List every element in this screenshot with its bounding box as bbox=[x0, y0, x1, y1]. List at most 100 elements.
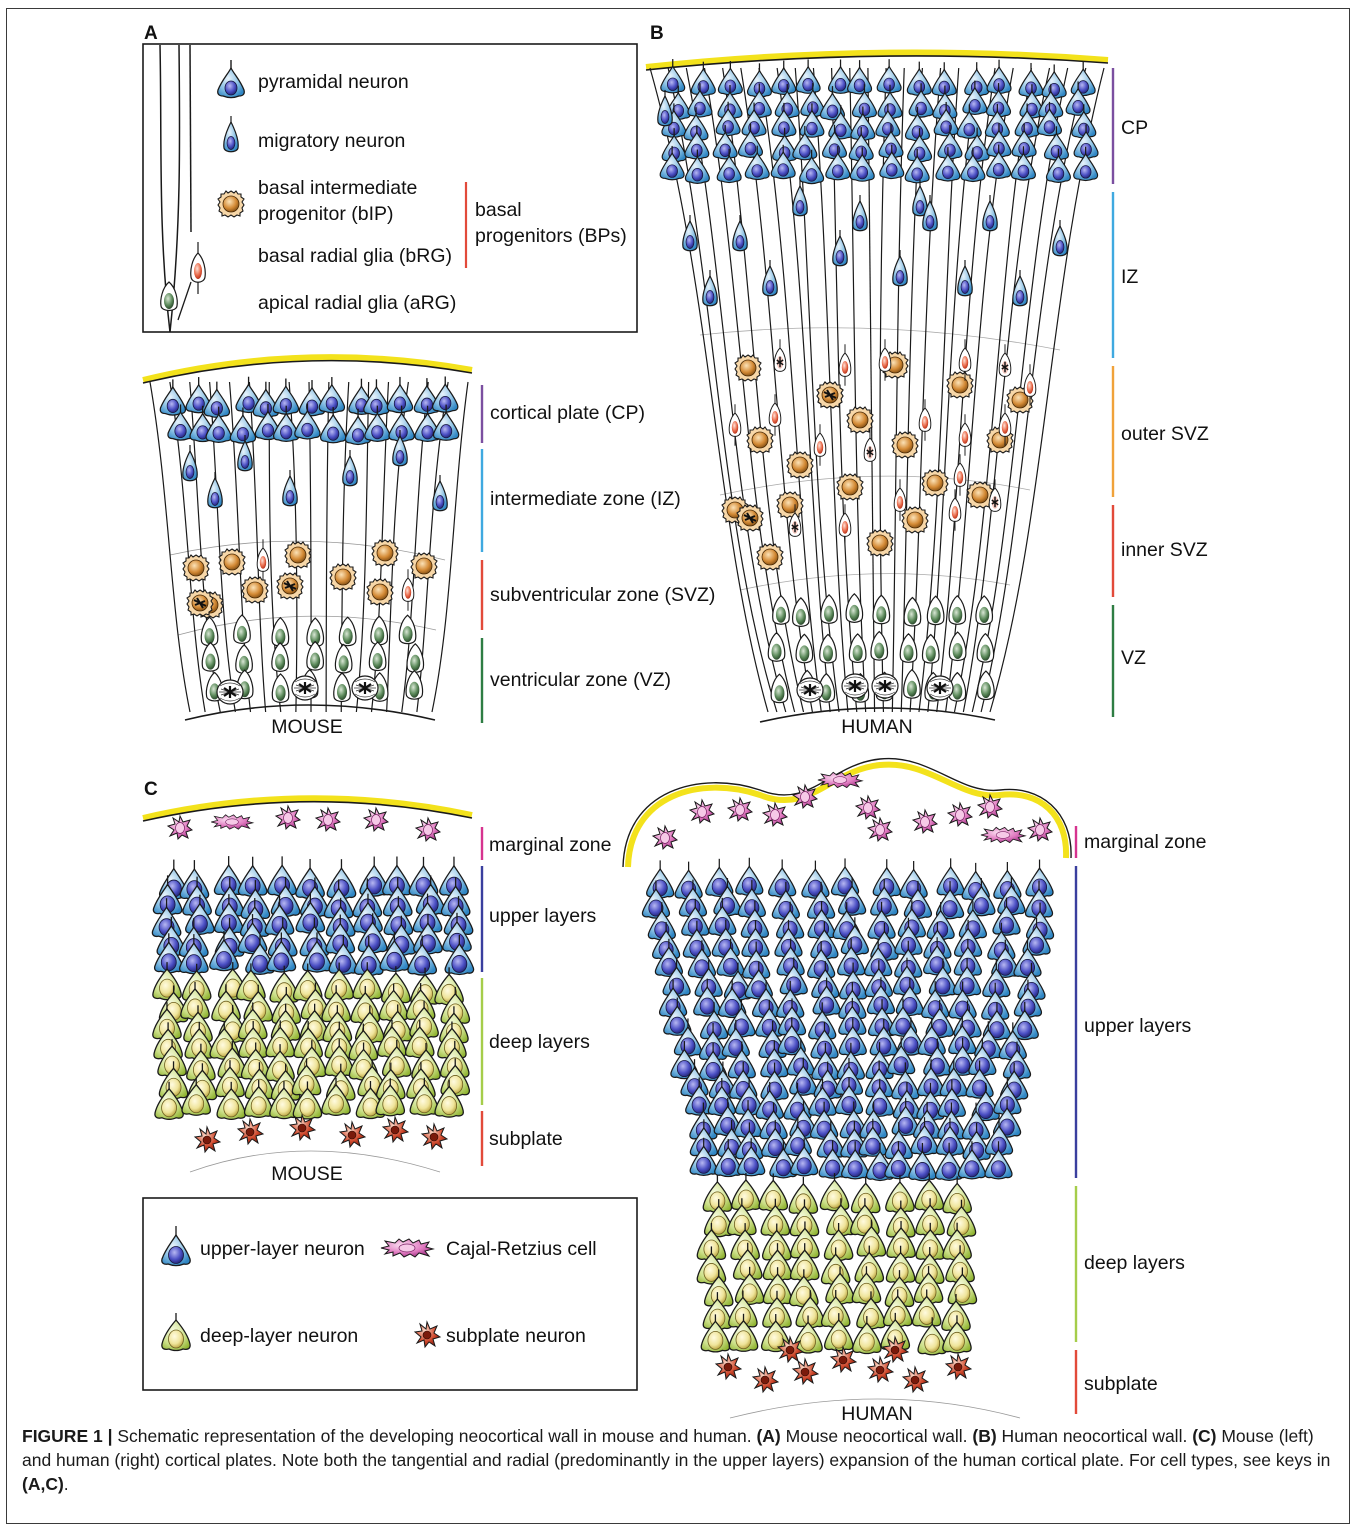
apical-radial-glia bbox=[369, 642, 385, 671]
basal-intermediate-progenitor bbox=[847, 407, 873, 433]
migratory-neuron bbox=[793, 180, 807, 216]
apical-radial-glia bbox=[399, 615, 415, 644]
apical-radial-glia bbox=[773, 596, 789, 625]
apical-radial-glia bbox=[202, 643, 218, 672]
panel-label-b: B bbox=[650, 23, 664, 44]
subplate-neuron bbox=[422, 1124, 447, 1149]
deep-layer-neuron bbox=[759, 1173, 787, 1211]
subplate-neuron bbox=[340, 1122, 365, 1147]
marginal-zone-cell bbox=[1028, 818, 1052, 841]
pyramidal-neuron bbox=[433, 376, 458, 412]
basal-intermediate-progenitor bbox=[892, 432, 918, 458]
key-migratory-label: migratory neuron bbox=[258, 130, 405, 152]
mouse-label-c: MOUSE bbox=[271, 1163, 343, 1185]
human-plate bbox=[623, 759, 1071, 1418]
marginal-zone-cell bbox=[978, 795, 1002, 818]
dividing-arg bbox=[842, 674, 868, 698]
marginal-zone-cell bbox=[316, 808, 340, 831]
marginal-zone-cell bbox=[211, 815, 253, 829]
apical-radial-glia bbox=[977, 634, 993, 663]
marginal-zone-cell bbox=[868, 818, 892, 841]
dividing-arg bbox=[217, 680, 243, 704]
caption-figure-label: FIGURE 1 | bbox=[22, 1426, 112, 1446]
pyramidal-neuron bbox=[932, 62, 956, 96]
apical-radial-glia bbox=[335, 644, 351, 673]
migratory-neuron bbox=[658, 90, 672, 126]
pyramidal-neuron bbox=[1019, 63, 1043, 97]
apical-radial-glia bbox=[796, 634, 812, 663]
marginal-zone-cell bbox=[653, 826, 677, 849]
basal-radial-glia bbox=[989, 479, 1001, 511]
basal-intermediate-progenitor bbox=[747, 427, 773, 453]
basal-intermediate-progenitor bbox=[757, 544, 783, 570]
caption-ref-a: (A) bbox=[756, 1426, 780, 1446]
basal-intermediate-progenitor bbox=[183, 555, 209, 581]
apical-radial-glia bbox=[771, 674, 787, 703]
marginal-zone-cell bbox=[793, 785, 817, 808]
upper-layer-neuron bbox=[675, 862, 702, 900]
basal-radial-glia bbox=[839, 344, 851, 386]
upper-layer-neuron bbox=[900, 861, 927, 899]
caption-text-1: Schematic representation of the developi… bbox=[112, 1426, 756, 1446]
apical-radial-glia bbox=[873, 595, 889, 624]
migratory-neuron bbox=[283, 470, 297, 506]
upper-layer-neuron bbox=[769, 859, 796, 897]
zone-svz-label: subventricular zone (SVZ) bbox=[490, 584, 715, 606]
marginal-zone-cell bbox=[913, 810, 937, 833]
migratory-neuron bbox=[913, 180, 927, 216]
apical-radial-glia bbox=[923, 635, 939, 664]
figure-canvas: A B C pyramidal neuron migratory neuron … bbox=[0, 0, 1358, 1420]
subplate-neuron bbox=[903, 1367, 928, 1392]
upper-layer-neuron bbox=[238, 857, 266, 897]
apical-radial-glia bbox=[820, 634, 836, 663]
dividing-arg bbox=[927, 676, 953, 700]
key-bp-label-1: basal bbox=[475, 199, 522, 221]
mouse-upper-label: upper layers bbox=[489, 905, 597, 927]
mouse-mz-label: marginal zone bbox=[489, 834, 611, 856]
human-label-c: HUMAN bbox=[841, 1403, 913, 1420]
mouse-label-a: MOUSE bbox=[271, 716, 343, 738]
caption-text-3: Human neocortical wall. bbox=[997, 1426, 1193, 1446]
mouse-plate bbox=[143, 798, 474, 1172]
human-mz-label: marginal zone bbox=[1084, 831, 1206, 853]
apical-radial-glia bbox=[849, 634, 865, 663]
subplate-neuron bbox=[753, 1367, 778, 1392]
basal-intermediate-progenitor bbox=[242, 577, 268, 603]
figure-caption: FIGURE 1 | Schematic representation of t… bbox=[22, 1424, 1340, 1496]
deep-layer-neuron bbox=[886, 1175, 914, 1213]
basal-intermediate-progenitor bbox=[367, 579, 393, 605]
human-wall bbox=[646, 52, 1108, 722]
apical-radial-glia bbox=[904, 670, 920, 699]
apical-radial-glia bbox=[272, 618, 288, 647]
key-bip-label-1: basal intermediate bbox=[258, 177, 417, 199]
caption-ref-ac: (A,C) bbox=[22, 1474, 64, 1494]
upper-layer-neuron bbox=[647, 860, 674, 898]
deep-layer-neuron bbox=[820, 1173, 848, 1211]
caption-text-2: Mouse neocortical wall. bbox=[781, 1426, 973, 1446]
marginal-zone-cell bbox=[948, 803, 972, 826]
migratory-neuron bbox=[733, 215, 747, 251]
dividing-bip bbox=[737, 505, 763, 531]
migratory-neuron bbox=[1053, 220, 1067, 256]
key-brg-label: basal radial glia (bRG) bbox=[258, 245, 452, 267]
pyramidal-neuron bbox=[319, 377, 344, 413]
marginal-zone-cell bbox=[276, 806, 300, 829]
key-deep-label: deep-layer neuron bbox=[200, 1325, 358, 1347]
subplate-neuron bbox=[946, 1354, 971, 1379]
pyramidal-neuron bbox=[796, 59, 820, 93]
basal-radial-glia bbox=[864, 429, 876, 461]
key-cr-label: Cajal-Retzius cell bbox=[446, 1238, 597, 1260]
zone-b-vz-label: VZ bbox=[1121, 647, 1146, 669]
key-sp-label: subplate neuron bbox=[446, 1325, 586, 1347]
key-pyramidal-label: pyramidal neuron bbox=[258, 71, 409, 93]
marginal-zone-cell bbox=[364, 808, 388, 831]
basal-radial-glia bbox=[774, 339, 786, 371]
dividing-bip bbox=[187, 590, 213, 616]
basal-intermediate-progenitor bbox=[902, 507, 928, 533]
key-arg-label: apical radial glia (aRG) bbox=[258, 292, 456, 314]
migratory-neuron bbox=[983, 195, 997, 231]
zone-b-isvz-label: inner SVZ bbox=[1121, 539, 1208, 561]
upper-layer-neuron bbox=[296, 859, 324, 899]
subplate-neuron bbox=[868, 1357, 893, 1382]
key-bip-label-2: progenitor (bIP) bbox=[258, 203, 393, 225]
